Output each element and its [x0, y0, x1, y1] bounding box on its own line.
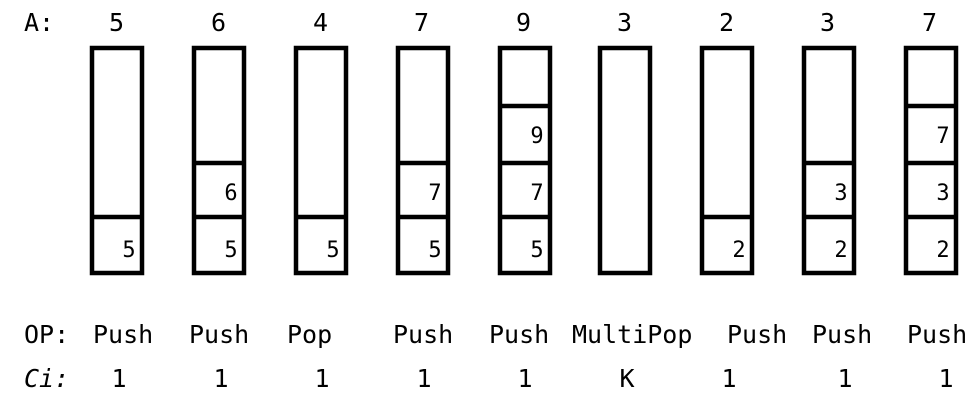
cost-value: 1 — [938, 364, 953, 393]
operation-label: MultiPop — [572, 320, 692, 349]
stack-cell-value: 9 — [530, 124, 543, 149]
operation-label: Push — [189, 320, 249, 349]
stack-cell-value: 7 — [428, 181, 441, 206]
stack-cell-value: 3 — [834, 181, 847, 206]
stack-cell-value: 2 — [732, 238, 745, 263]
stack-cell-value: 7 — [936, 124, 949, 149]
stack-cell-value: 6 — [224, 181, 237, 206]
operation-label: Push — [93, 320, 153, 349]
stack-cell-value: 5 — [224, 238, 237, 263]
cost-value: 1 — [111, 364, 126, 393]
stack-cell-value: 7 — [530, 181, 543, 206]
operation-label: Push — [393, 320, 453, 349]
array-value: 9 — [516, 8, 531, 37]
stack-box — [597, 45, 653, 276]
op-label: OP: — [24, 320, 69, 349]
operation-label: Push — [907, 320, 967, 349]
operation-label: Push — [727, 320, 787, 349]
stack-box — [191, 45, 247, 276]
cost-label: Ci: — [24, 364, 69, 393]
array-value: 6 — [211, 8, 226, 37]
cost-value: 1 — [416, 364, 431, 393]
cost-value: 1 — [837, 364, 852, 393]
stack-box — [903, 45, 959, 276]
stack-box — [395, 45, 451, 276]
array-value: 3 — [820, 8, 835, 37]
array-value: 5 — [109, 8, 124, 37]
stack-box — [699, 45, 755, 276]
operation-label: Push — [812, 320, 872, 349]
array-value: 7 — [414, 8, 429, 37]
array-value: 7 — [922, 8, 937, 37]
stack-box — [89, 45, 145, 276]
array-value: 2 — [719, 8, 734, 37]
array-value: 4 — [313, 8, 328, 37]
stack-box — [293, 45, 349, 276]
cost-value: 1 — [517, 364, 532, 393]
stack-cell-value: 5 — [122, 238, 135, 263]
stack-box — [801, 45, 857, 276]
stack-cell-value: 3 — [936, 181, 949, 206]
stack-cell-value: 5 — [326, 238, 339, 263]
cost-value: 1 — [314, 364, 329, 393]
stack-cell-value: 2 — [936, 238, 949, 263]
operation-label: Push — [489, 320, 549, 349]
array-value: 3 — [617, 8, 632, 37]
cost-value: 1 — [721, 364, 736, 393]
stack-cell-value: 2 — [834, 238, 847, 263]
stack-cell-value: 5 — [428, 238, 441, 263]
cost-value: K — [619, 364, 634, 393]
array-label: A: — [24, 8, 54, 37]
stack-box — [497, 45, 553, 276]
stack-cell-value: 5 — [530, 238, 543, 263]
cost-value: 1 — [213, 364, 228, 393]
operation-label: Pop — [287, 320, 332, 349]
